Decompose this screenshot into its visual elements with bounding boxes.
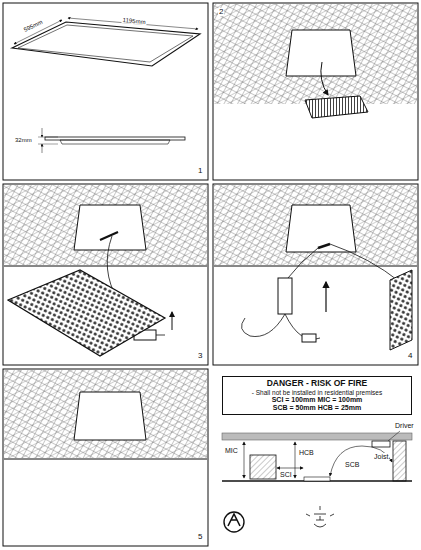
callout-number: 1 <box>197 167 203 175</box>
warning-text: SCI = 100mm MIC = 100mm <box>226 396 408 404</box>
warning-text: SCB = 50mm HCB = 25mm <box>226 404 408 412</box>
dimension: 1195mm <box>121 17 146 25</box>
dimension: 32mm <box>14 137 33 143</box>
dimension-label: MIC <box>224 447 239 454</box>
dimension-label: HCB <box>298 449 315 456</box>
part-label: Joist <box>373 453 389 460</box>
part-label: Driver <box>394 422 415 429</box>
dimension-label: SCI <box>279 471 293 478</box>
warning-title: DANGER - RISK OF FIRE <box>226 379 408 389</box>
callout-number: 4 <box>407 352 413 360</box>
callout-number: 2 <box>218 8 224 16</box>
warning-text: - Shall not be installed in residential … <box>226 389 408 396</box>
callout-number: 3 <box>197 352 203 360</box>
warning-box: DANGER - RISK OF FIRE- Shall not be inst… <box>222 376 412 415</box>
callout-number: 5 <box>197 533 203 541</box>
dimension: 595mm <box>22 18 44 33</box>
dimension-label: SCB <box>344 461 360 468</box>
